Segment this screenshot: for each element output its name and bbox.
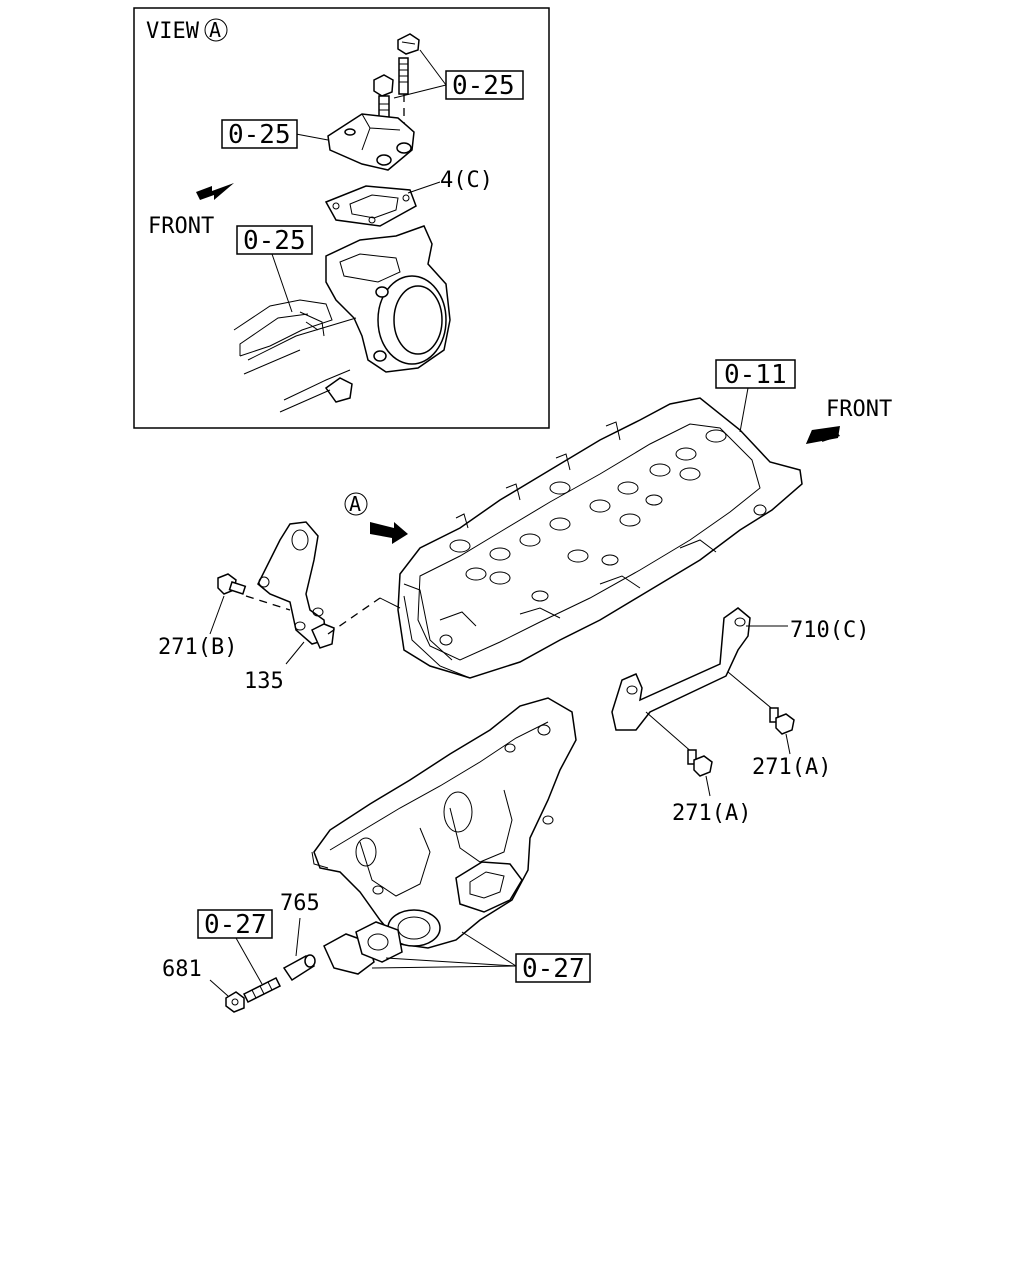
front-label: FRONT bbox=[826, 397, 892, 422]
inset-ref-lower-box bbox=[236, 225, 313, 255]
inset-ref-left-box bbox=[221, 119, 298, 149]
inset-view-a: VIEW A FRONT bbox=[133, 7, 550, 429]
inset-ref-top: 0-25 bbox=[452, 71, 515, 101]
stud-bolt bbox=[242, 976, 282, 1004]
bolt-271a-lower bbox=[645, 711, 713, 777]
inset-ref-top-box bbox=[445, 70, 524, 100]
manifold-bracket bbox=[611, 607, 751, 731]
spacer-765 bbox=[282, 954, 316, 982]
stud-ref: 0-27 bbox=[204, 910, 267, 940]
inset-nut-top bbox=[397, 33, 420, 55]
front-arrow-icon bbox=[806, 426, 840, 444]
inset-gasket-label: 4(C) bbox=[440, 168, 493, 193]
inset-stud bbox=[398, 57, 409, 95]
inset-gasket bbox=[324, 185, 417, 227]
bolt-271b-label: 271(B) bbox=[158, 635, 237, 660]
bolt-271a-right bbox=[727, 671, 795, 735]
inset-front-label: FRONT bbox=[148, 214, 214, 239]
bolt-271b bbox=[217, 573, 247, 595]
head-ref: 0-11 bbox=[724, 360, 787, 390]
view-a-marker: A bbox=[344, 492, 368, 516]
bolt-271a-lower-label: 271(A) bbox=[672, 801, 751, 826]
manifold-ref-box bbox=[515, 953, 591, 983]
inset-ref-lower: 0-25 bbox=[243, 226, 306, 256]
inset-view-label: VIEW bbox=[146, 19, 200, 44]
inset-ref-left: 0-25 bbox=[228, 120, 291, 150]
exhaust-manifold bbox=[311, 697, 577, 949]
spacer-label: 765 bbox=[280, 891, 320, 916]
inset-view-marker: A bbox=[204, 18, 228, 42]
head-ref-box bbox=[715, 359, 796, 389]
bracket-label: 710(C) bbox=[790, 618, 869, 643]
inset-cover-plate bbox=[327, 113, 415, 171]
inset-front-arrow-icon bbox=[196, 183, 234, 200]
nut-label: 681 bbox=[162, 957, 202, 982]
stud-ref-box bbox=[197, 909, 273, 939]
manifold-ref: 0-27 bbox=[522, 954, 585, 984]
cylinder-head bbox=[397, 397, 803, 679]
svg-text:A: A bbox=[349, 492, 361, 516]
view-a-arrow-icon bbox=[370, 522, 408, 544]
svg-text:A: A bbox=[209, 18, 221, 42]
bolt-271a-right-label: 271(A) bbox=[752, 755, 831, 780]
inset-manifold-outlet bbox=[233, 225, 451, 413]
engine-hanger bbox=[257, 521, 335, 649]
manifold-outlet-gasket bbox=[323, 921, 403, 975]
nut-681 bbox=[225, 991, 245, 1013]
hanger-label: 135 bbox=[244, 669, 284, 694]
